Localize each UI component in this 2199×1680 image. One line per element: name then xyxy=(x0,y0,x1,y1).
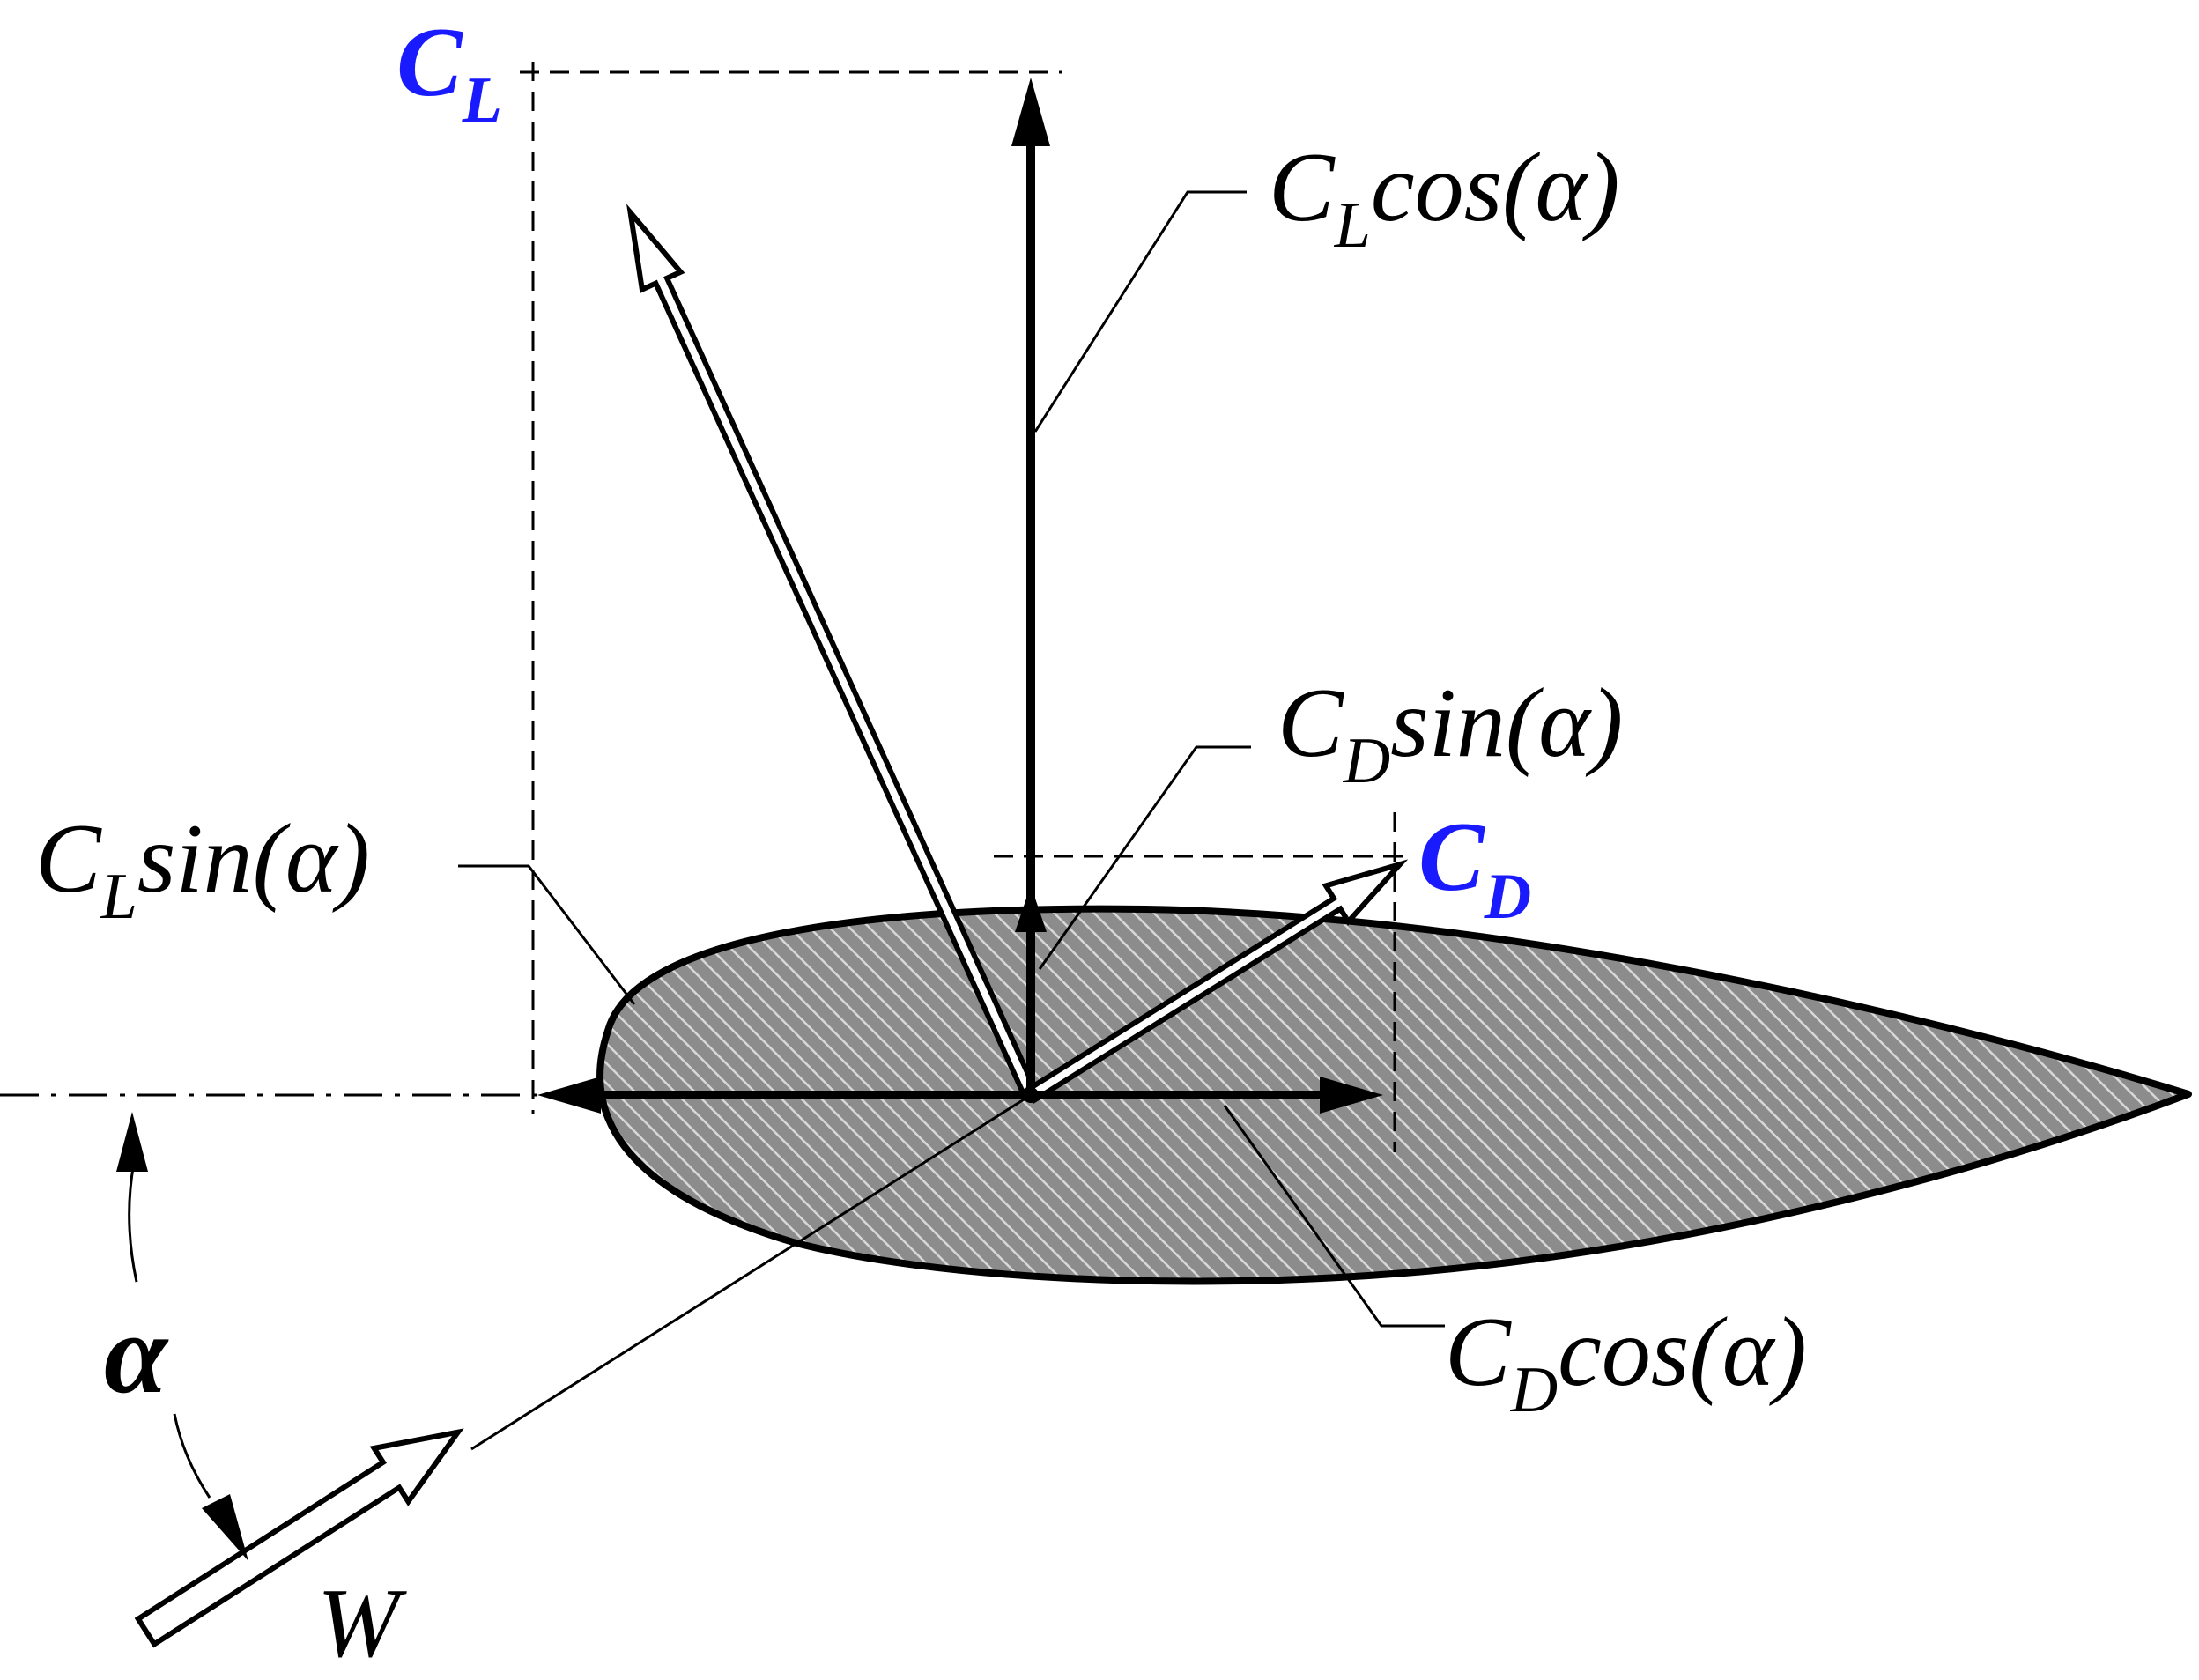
cd-label: CD xyxy=(1418,803,1531,933)
cl-label: CL xyxy=(396,8,502,137)
w-leader-line xyxy=(470,1093,1032,1451)
w-label: W xyxy=(317,1569,407,1678)
cd-cos-component-arrow xyxy=(1031,1077,1383,1114)
w-vector-arrow xyxy=(134,1428,464,1648)
cd-sin-label: CDsin(α) xyxy=(1277,669,1623,797)
force-origin-point xyxy=(1023,1087,1039,1103)
alpha-lower-arrow xyxy=(173,1413,248,1561)
cl-sin-leader-line xyxy=(458,864,636,1005)
cl-cos-leader-line xyxy=(1033,190,1247,433)
cl-sin-label: CLsin(α) xyxy=(35,804,370,933)
cd-cos-leader-line xyxy=(1223,1105,1445,1328)
cd-cos-label: CDcos(α) xyxy=(1445,1298,1807,1426)
cl-sin-component-arrow xyxy=(537,1077,1031,1114)
cd-sin-leader-line xyxy=(1038,745,1251,970)
cl-cos-label: CLcos(α) xyxy=(1269,133,1620,262)
alpha-upper-arrow xyxy=(116,1112,148,1283)
cd-vector-arrow xyxy=(1024,859,1409,1105)
cl-vector-arrow xyxy=(626,204,1040,1101)
alpha-label: α xyxy=(104,1291,169,1417)
cd-sin-component-arrow xyxy=(1015,885,1047,1095)
